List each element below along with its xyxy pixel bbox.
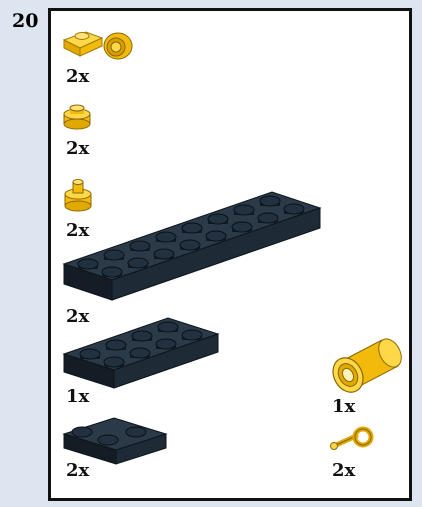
stud: [206, 231, 226, 241]
stud: [158, 322, 178, 332]
yellow-bar-holder-clip-icon: [330, 426, 378, 456]
part-quantity: 1x: [332, 396, 355, 417]
stud: [104, 357, 124, 367]
yellow-clip-plate-icon: [62, 26, 137, 66]
stud: [106, 340, 126, 350]
stud: [156, 339, 176, 349]
stud: [258, 213, 278, 223]
black-plate-corner-icon: [62, 416, 170, 466]
stud: [260, 196, 280, 206]
stud: [78, 259, 98, 269]
stud: [80, 349, 100, 359]
stud: [156, 232, 176, 242]
stud: [182, 223, 202, 233]
part-quantity: 2x: [66, 138, 89, 159]
stud: [234, 205, 254, 215]
stud: [182, 330, 202, 340]
yellow-round-plate-icon: [62, 102, 92, 132]
stud: [154, 249, 174, 259]
stud: [130, 348, 150, 358]
stud: [284, 204, 304, 214]
step-number: 20: [12, 10, 38, 32]
part-quantity: 1x: [66, 386, 89, 407]
yellow-pin-connector-icon: [326, 332, 406, 392]
stud: [128, 258, 148, 268]
black-plate-2x4-icon: [62, 312, 220, 392]
stud: [104, 250, 124, 260]
black-plate-2x8-icon: [62, 186, 324, 304]
part-quantity: 2x: [66, 460, 89, 481]
part-quantity: 2x: [66, 66, 89, 87]
stud: [232, 222, 252, 232]
stud: [208, 214, 228, 224]
stud: [180, 240, 200, 250]
stud: [132, 331, 152, 341]
part-quantity: 2x: [332, 460, 355, 481]
stud: [130, 241, 150, 251]
stud: [102, 267, 122, 277]
